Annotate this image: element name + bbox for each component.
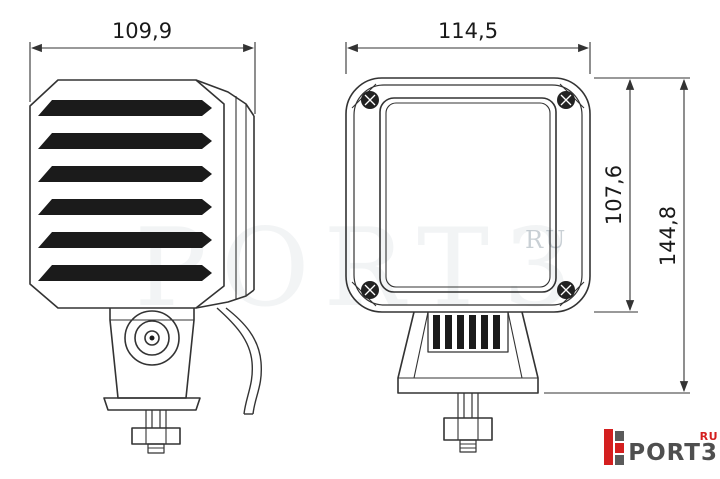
- logo-square: [615, 443, 625, 453]
- port3-logo-icon: [604, 429, 625, 465]
- front-bottom-fins: [427, 312, 509, 353]
- side-bolt: [131, 410, 181, 454]
- dimension-total-height: 144,8: [544, 78, 690, 394]
- logo-text: PORT3: [628, 440, 718, 466]
- side-housing-bottom: [195, 289, 255, 309]
- side-foot-plate: [103, 397, 201, 411]
- front-corner-screws: [361, 91, 575, 299]
- side-pivot-center: [149, 335, 155, 341]
- dim-label-side-width: 109,9: [112, 19, 172, 43]
- logo-square: [615, 431, 625, 441]
- logo-text-wrap: RU PORT3: [628, 430, 718, 465]
- front-lens-outer: [379, 97, 557, 293]
- side-body-outline: [29, 79, 225, 309]
- dim-label-front-width: 114,5: [438, 19, 498, 43]
- side-pivot-mid: [134, 320, 170, 356]
- side-housing-top: [195, 79, 255, 117]
- logo-square: [615, 455, 625, 465]
- front-bolt: [443, 393, 493, 453]
- front-view-drawing: [345, 77, 591, 453]
- logo-ru-badge: RU: [699, 430, 718, 443]
- side-pivot-inner: [144, 330, 160, 346]
- side-cooling-fins: [38, 100, 212, 281]
- front-housing-inner: [353, 84, 583, 306]
- front-lens-inner: [385, 102, 551, 288]
- front-housing-outer: [345, 77, 591, 313]
- watermark-large-text: PORT3: [134, 206, 585, 331]
- front-bracket: [397, 311, 539, 394]
- dimension-body-height: 107,6: [594, 77, 690, 313]
- side-cable: [216, 307, 263, 415]
- dim-label-total-height: 144,8: [656, 206, 680, 266]
- dimensions: 109,9 114,5 107,6 144,8: [29, 19, 690, 394]
- watermark: PORT3 RU: [134, 206, 585, 331]
- port3-logo: RU PORT3: [604, 429, 718, 465]
- side-view-drawing: [29, 79, 263, 454]
- side-pivot-outer: [124, 310, 180, 366]
- watermark-small-text: RU: [525, 226, 567, 254]
- dimension-front-width: 114,5: [345, 19, 591, 74]
- logo-red-bar: [604, 429, 614, 465]
- dim-label-body-height: 107,6: [602, 165, 626, 225]
- dimension-side-width: 109,9: [29, 19, 256, 114]
